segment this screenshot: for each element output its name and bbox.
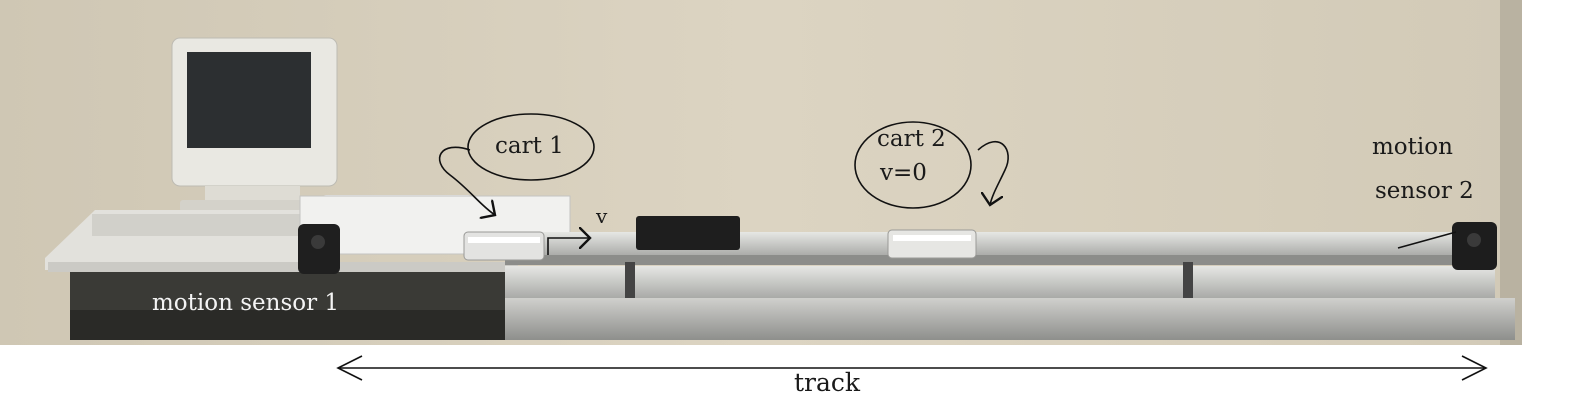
track-label: track — [794, 368, 861, 397]
desk — [45, 210, 518, 340]
right-edge-shadow — [1500, 0, 1522, 345]
motion-sensor-2-label-line2: sensor 2 — [1375, 178, 1474, 204]
cart-2-ellipse — [854, 121, 972, 209]
track-arrow-left — [336, 355, 363, 381]
motion-sensor-2-label-line1: motion — [1372, 134, 1453, 160]
annotations — [336, 113, 1488, 381]
motion-sensor-2-pointer — [1397, 231, 1457, 249]
track-arrow-right — [1461, 355, 1488, 381]
bottom-band — [0, 345, 1581, 404]
cart-2-label-line2: v=0 — [880, 160, 927, 186]
track-rails — [505, 232, 1515, 340]
cart-2-label-line1: cart 2 — [877, 126, 946, 152]
cart-2-pointer — [977, 141, 1009, 205]
motion-sensor-1-label: motion sensor 1 — [152, 290, 340, 316]
cart-1-label: cart 1 — [495, 133, 564, 159]
velocity-label: v — [596, 204, 608, 228]
cart-1-ellipse — [467, 113, 595, 181]
cart-1-pointer — [438, 146, 495, 215]
motion-sensor-2 — [1452, 222, 1497, 270]
velocity-arrow — [547, 238, 590, 255]
black-box — [636, 216, 740, 250]
computer-monitor — [171, 37, 338, 212]
motion-sensor-1 — [298, 224, 340, 274]
cart-1 — [463, 231, 545, 261]
cart-2 — [887, 229, 977, 259]
